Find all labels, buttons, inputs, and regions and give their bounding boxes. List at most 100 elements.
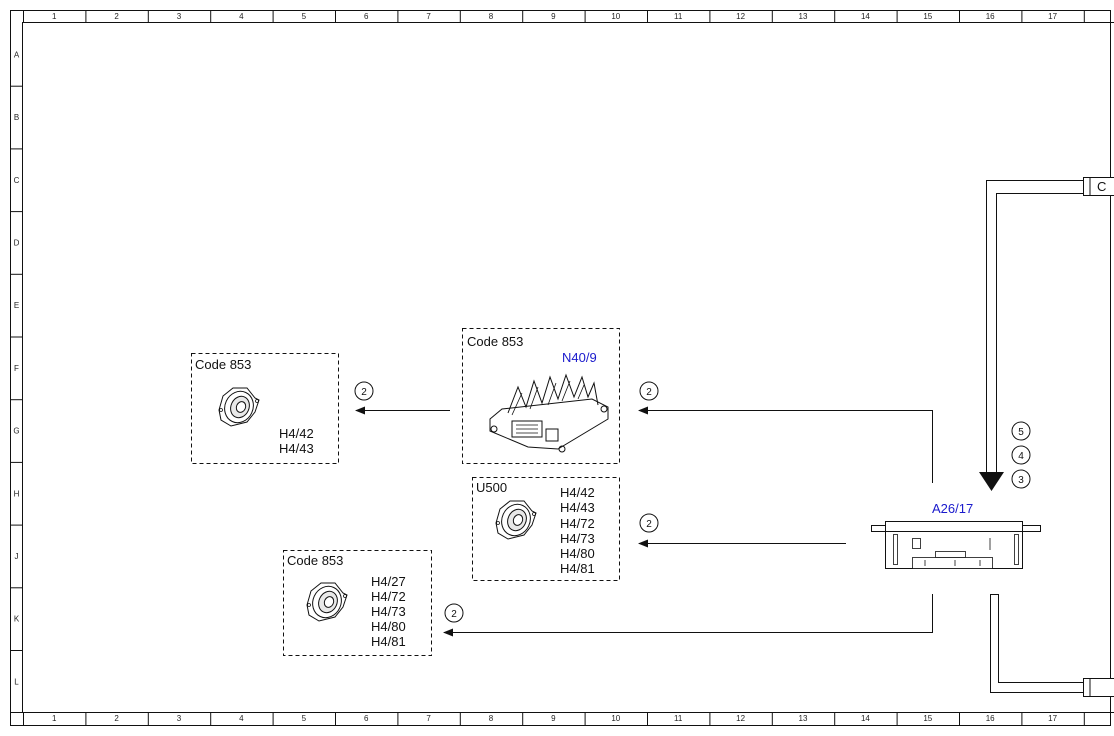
row-label: B [14, 113, 19, 122]
column-label: 5 [302, 12, 307, 21]
part-label: H4/72 [560, 516, 595, 531]
marker-to-u500: 2 [639, 513, 659, 533]
column-label: 10 [611, 714, 620, 723]
column-label: 5 [302, 714, 307, 723]
column-label: 4 [239, 714, 244, 723]
bus-lines [979, 180, 1090, 693]
column-label: 16 [986, 714, 995, 723]
marker-to-amplifier: 2 [639, 381, 659, 401]
marker-number: 2 [646, 519, 652, 530]
group-code-label: Code 853 [195, 357, 251, 372]
marker-to-left-speakers: 2 [354, 381, 374, 401]
column-label: 7 [426, 714, 431, 723]
column-label: 17 [1048, 12, 1057, 21]
column-label: 1 [52, 714, 57, 723]
marker-number: 3 [1018, 475, 1024, 486]
part-label: H4/80 [371, 619, 406, 634]
group-code-label: Code 853 [287, 553, 343, 568]
marker-bus-4: 4 [1011, 445, 1031, 465]
row-label: C [14, 176, 20, 185]
column-label: 7 [426, 12, 431, 21]
part-label: H4/73 [371, 604, 406, 619]
marker-number: 5 [1018, 427, 1024, 438]
speaker-icon [218, 386, 260, 428]
connections [355, 406, 933, 637]
wire-to-bottom-speakers [443, 594, 933, 637]
column-label: 17 [1048, 714, 1057, 723]
marker-bus-3: 3 [1011, 469, 1031, 489]
speaker-group-bottom[interactable]: Code 853 H4/27 H4/72 H4/73 H4/80 H4/81 [283, 550, 432, 656]
column-label: 13 [799, 714, 808, 723]
head-unit-icon [871, 521, 1041, 569]
speaker-group-u500[interactable]: U500 H4/42 H4/43 H4/72 H4/73 H4/80 H4/81 [472, 477, 620, 581]
column-label: 16 [986, 12, 995, 21]
component-id: A26/17 [932, 501, 973, 516]
column-label: 6 [364, 714, 369, 723]
part-label: H4/81 [560, 561, 595, 576]
row-label: E [14, 301, 19, 310]
offpage-connector-bottom-right[interactable] [1083, 678, 1114, 697]
speaker-icon [306, 581, 348, 623]
column-label: 3 [177, 714, 182, 723]
row-label: A [14, 50, 20, 59]
column-label: 14 [861, 714, 870, 723]
column-label: 10 [611, 12, 620, 21]
offpage-connector-label: C [1097, 179, 1106, 194]
wire-to-amplifier [638, 406, 933, 483]
drawing-frame [10, 10, 1114, 726]
column-label: 3 [177, 12, 182, 21]
column-label: 13 [799, 12, 808, 21]
part-label: H4/80 [560, 546, 595, 561]
column-label: 1 [52, 12, 57, 21]
amplifier-group[interactable]: Code 853 N40/9 [462, 328, 620, 464]
marker-number: 2 [451, 609, 457, 620]
row-label: G [13, 427, 19, 436]
part-label: H4/42 [279, 426, 314, 441]
marker-bus-5: 5 [1011, 421, 1031, 441]
part-label: H4/42 [560, 485, 595, 500]
group-code-label: U500 [476, 480, 507, 495]
head-unit[interactable]: A26/17 [871, 501, 1041, 569]
part-label: H4/43 [279, 441, 314, 456]
part-label: H4/27 [371, 574, 406, 589]
part-label: H4/73 [560, 531, 595, 546]
column-label: 6 [364, 12, 369, 21]
column-label: 8 [489, 714, 494, 723]
row-label: H [14, 489, 20, 498]
marker-to-bottom-speakers: 2 [444, 603, 464, 623]
speaker-icon [495, 499, 537, 541]
part-label: H4/43 [560, 500, 595, 515]
row-label: J [15, 552, 19, 561]
column-label: 9 [551, 12, 556, 21]
column-label: 9 [551, 714, 556, 723]
offpage-connector-top-right[interactable]: C [1083, 177, 1114, 196]
column-label: 15 [923, 714, 932, 723]
column-label: 2 [114, 12, 119, 21]
column-label: 12 [736, 12, 745, 21]
row-label: K [14, 615, 20, 624]
amplifier-icon [489, 373, 609, 453]
row-label: L [14, 677, 19, 686]
row-label: D [14, 238, 20, 247]
marker-number: 2 [646, 387, 652, 398]
column-label: 12 [736, 714, 745, 723]
group-code-label: Code 853 [467, 334, 523, 349]
bus-arrow-icon [979, 472, 1004, 491]
speaker-group-left[interactable]: Code 853 H4/42 H4/43 [191, 353, 339, 464]
column-label: 15 [923, 12, 932, 21]
part-label: H4/72 [371, 589, 406, 604]
column-label: 11 [674, 714, 683, 723]
column-label: 2 [114, 714, 119, 723]
marker-number: 2 [361, 387, 367, 398]
part-label: H4/81 [371, 634, 406, 649]
column-label: 11 [674, 12, 683, 21]
column-label: 8 [489, 12, 494, 21]
marker-number: 4 [1018, 451, 1024, 462]
column-label: 14 [861, 12, 870, 21]
component-id: N40/9 [562, 350, 597, 365]
column-label: 4 [239, 12, 244, 21]
row-label: F [14, 364, 19, 373]
